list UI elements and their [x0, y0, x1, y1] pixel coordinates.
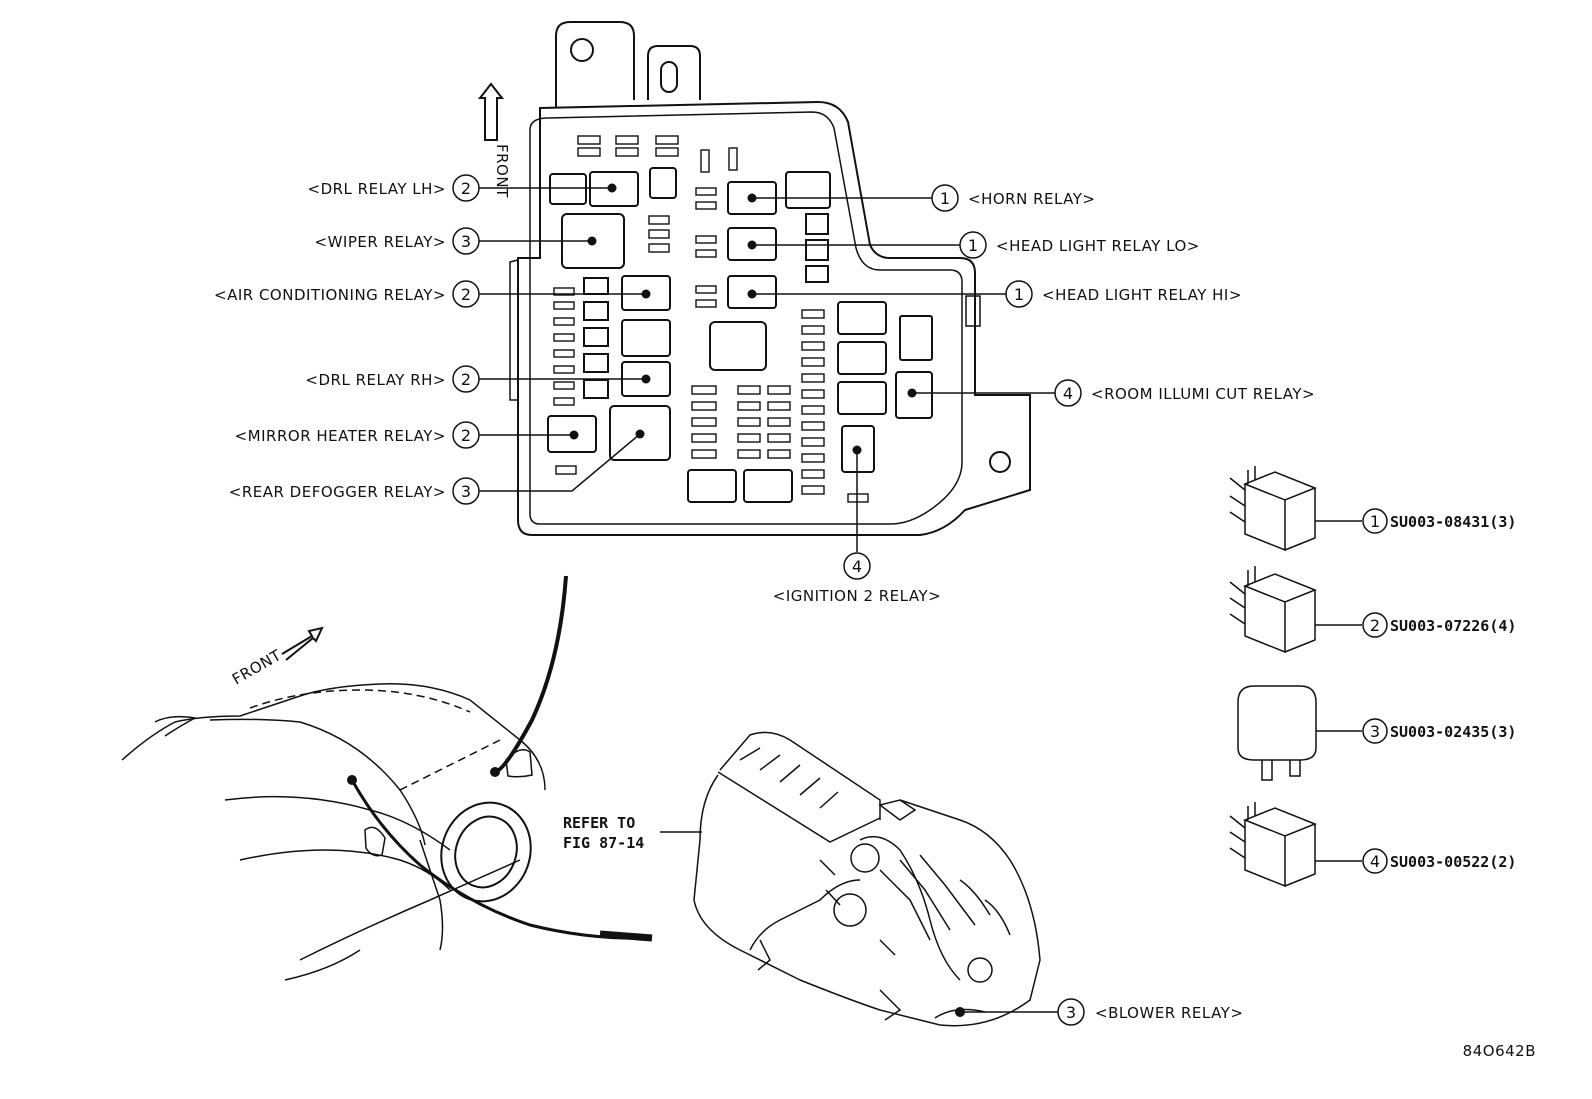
callout-label: <HEAD LIGHT RELAY HI> — [1042, 286, 1242, 304]
callout-label: <HEAD LIGHT RELAY LO> — [996, 237, 1200, 255]
callout-number: 2 — [461, 426, 471, 445]
callout-number: 1 — [940, 189, 950, 208]
callout-wiper-relay: 3 <WIPER RELAY> — [315, 227, 597, 255]
relay-part-2 — [1229, 566, 1362, 654]
part-legend: 1 SU003-08431(3) 2 SU003-07226(4) 3 SU00… — [1229, 466, 1516, 888]
callout-label: <ROOM ILLUMI CUT RELAY> — [1091, 385, 1315, 403]
callout-air-conditioning-relay: 2 <AIR CONDITIONING RELAY> — [214, 280, 651, 308]
callout-horn-relay: 1 <HORN RELAY> — [747, 184, 1096, 212]
part-code-1: 1 SU003-08431(3) — [1362, 508, 1516, 534]
callout-label: <DRL RELAY LH> — [308, 180, 447, 198]
part-code-4: 4 SU003-00522(2) — [1362, 848, 1516, 874]
callout-number: 3 — [461, 232, 471, 251]
callout-number: 4 — [1063, 384, 1073, 403]
callout-number: 2 — [461, 179, 471, 198]
callout-number: 3 — [461, 482, 471, 501]
front-label-car: FRONT — [229, 646, 285, 689]
part-code: SU003-00522(2) — [1390, 853, 1516, 871]
callout-rear-defogger-relay: 3 <REAR DEFOGGER RELAY> — [229, 429, 645, 505]
callout-drl-relay-lh: 2 <DRL RELAY LH> — [308, 174, 617, 202]
callout-number: 1 — [968, 236, 978, 255]
callout-room-illumi-cut-relay: 4 <ROOM ILLUMI CUT RELAY> — [907, 379, 1315, 407]
callout-head-light-relay-lo: 1 <HEAD LIGHT RELAY LO> — [747, 231, 1200, 259]
part-number: 1 — [1370, 512, 1380, 531]
part-number: 3 — [1370, 722, 1380, 741]
callout-blower-relay: 3 <BLOWER RELAY> — [960, 998, 1243, 1026]
part-code: SU003-07226(4) — [1390, 617, 1516, 635]
callout-label: <MIRROR HEATER RELAY> — [235, 427, 446, 445]
callout-label: <HORN RELAY> — [968, 190, 1096, 208]
refer-line-2: FIG 87-14 — [563, 834, 644, 852]
refer-note: REFER TO FIG 87-14 — [563, 814, 702, 852]
callout-head-light-relay-hi: 1 <HEAD LIGHT RELAY HI> — [747, 280, 1242, 308]
callout-label: <REAR DEFOGGER RELAY> — [229, 483, 446, 501]
callout-label: <IGNITION 2 RELAY> — [773, 587, 941, 605]
part-number: 4 — [1370, 852, 1380, 871]
callout-label: <DRL RELAY RH> — [305, 371, 446, 389]
part-code-2: 2 SU003-07226(4) — [1362, 612, 1516, 638]
relay-part-3 — [1237, 685, 1362, 781]
front-label-box: FRONT — [493, 144, 511, 198]
callout-number: 2 — [461, 370, 471, 389]
front-arrow-box: FRONT — [477, 82, 511, 198]
callout-label: <AIR CONDITIONING RELAY> — [214, 286, 446, 304]
callout-label: <BLOWER RELAY> — [1095, 1004, 1243, 1022]
blower-unit-illustration — [693, 731, 1041, 1027]
callout-mirror-heater-relay: 2 <MIRROR HEATER RELAY> — [235, 421, 579, 449]
callout-number: 2 — [461, 285, 471, 304]
callout-number: 3 — [1066, 1003, 1076, 1022]
callout-number: 1 — [1014, 285, 1024, 304]
refer-line-1: REFER TO — [563, 814, 635, 832]
part-code: SU003-08431(3) — [1390, 513, 1516, 531]
callout-label: <WIPER RELAY> — [315, 233, 446, 251]
figure-id: 84O642B — [1463, 1042, 1536, 1060]
callout-ignition-2-relay: 4 <IGNITION 2 RELAY> — [773, 445, 941, 605]
part-code-3: 3 SU003-02435(3) — [1362, 718, 1516, 744]
relay-part-1 — [1229, 466, 1362, 552]
vehicle-illustration: FRONT — [121, 575, 653, 981]
callout-number: 4 — [852, 557, 862, 576]
part-code: SU003-02435(3) — [1390, 723, 1516, 741]
relay-box — [509, 21, 1031, 536]
relay-part-4 — [1229, 802, 1362, 888]
part-number: 2 — [1370, 616, 1380, 635]
callout-drl-relay-rh: 2 <DRL RELAY RH> — [305, 365, 651, 393]
